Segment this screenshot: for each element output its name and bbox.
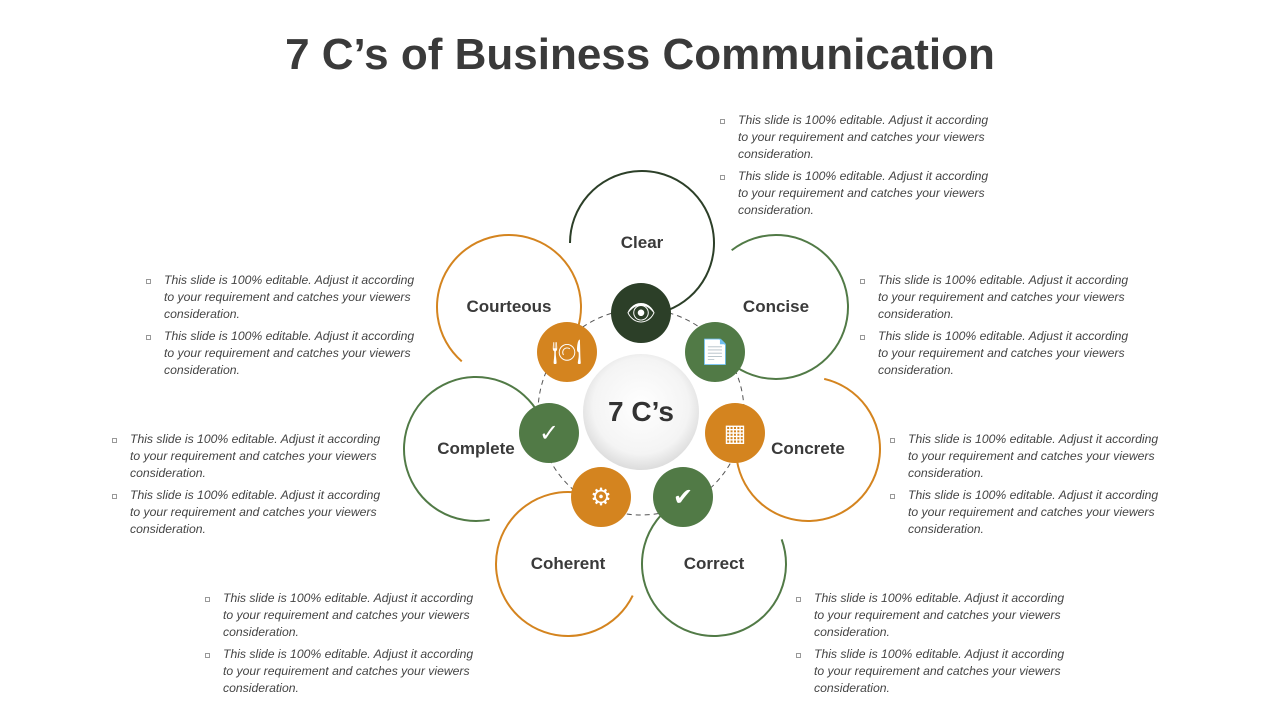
eye-message-icon: 👁	[611, 283, 671, 343]
check-circle-icon: ✔	[653, 467, 713, 527]
bullet-text: This slide is 100% editable. Adjust it a…	[796, 646, 1076, 697]
arc-concrete	[735, 377, 881, 522]
label-complete: Complete	[437, 439, 515, 458]
center-label: 7 C’s	[608, 396, 674, 427]
arc-complete	[403, 376, 541, 522]
label-concise: Concise	[742, 297, 810, 316]
concrete-wall-icon: ▦	[705, 403, 765, 463]
gear-icon: ⚙	[571, 467, 631, 527]
arc-concise	[731, 234, 849, 380]
bullet-text: This slide is 100% editable. Adjust it a…	[112, 431, 392, 482]
label-courteous: Courteous	[466, 297, 552, 316]
text-block-clear: This slide is 100% editable. Adjust it a…	[720, 112, 1000, 224]
bullet-text: This slide is 100% editable. Adjust it a…	[205, 646, 485, 697]
bullet-text: This slide is 100% editable. Adjust it a…	[146, 272, 426, 323]
check-speech-bubble-icon: ✓	[519, 403, 579, 463]
arc-correct	[641, 502, 787, 637]
bullet-text: This slide is 100% editable. Adjust it a…	[796, 590, 1076, 641]
bullet-text: This slide is 100% editable. Adjust it a…	[720, 168, 1000, 219]
slide-title: 7 C’s of Business Communication	[285, 30, 995, 79]
bullet-text: This slide is 100% editable. Adjust it a…	[860, 328, 1140, 379]
text-block-coherent: This slide is 100% editable. Adjust it a…	[205, 590, 485, 702]
arc-courteous	[436, 234, 582, 363]
text-block-concise: This slide is 100% editable. Adjust it a…	[860, 272, 1140, 384]
text-block-complete: This slide is 100% editable. Adjust it a…	[112, 431, 392, 543]
bullet-text: This slide is 100% editable. Adjust it a…	[720, 112, 1000, 163]
arc-coherent	[495, 491, 634, 637]
label-coherent: Coherent	[530, 554, 606, 573]
document-idea-icon: 📄	[685, 322, 745, 382]
waiter-serving-icon: 🍽	[537, 322, 597, 382]
label-concrete: Concrete	[771, 439, 845, 458]
bullet-text: This slide is 100% editable. Adjust it a…	[146, 328, 426, 379]
bullet-text: This slide is 100% editable. Adjust it a…	[890, 487, 1170, 538]
text-block-concrete: This slide is 100% editable. Adjust it a…	[890, 431, 1170, 543]
text-block-correct: This slide is 100% editable. Adjust it a…	[796, 590, 1076, 702]
label-clear: Clear	[620, 233, 664, 252]
bullet-text: This slide is 100% editable. Adjust it a…	[205, 590, 485, 641]
center-circle	[583, 354, 699, 470]
bullet-text: This slide is 100% editable. Adjust it a…	[860, 272, 1140, 323]
label-correct: Correct	[683, 554, 745, 573]
text-block-courteous: This slide is 100% editable. Adjust it a…	[146, 272, 426, 384]
arc-clear	[569, 170, 715, 312]
bullet-text: This slide is 100% editable. Adjust it a…	[112, 487, 392, 538]
bullet-text: This slide is 100% editable. Adjust it a…	[890, 431, 1170, 482]
